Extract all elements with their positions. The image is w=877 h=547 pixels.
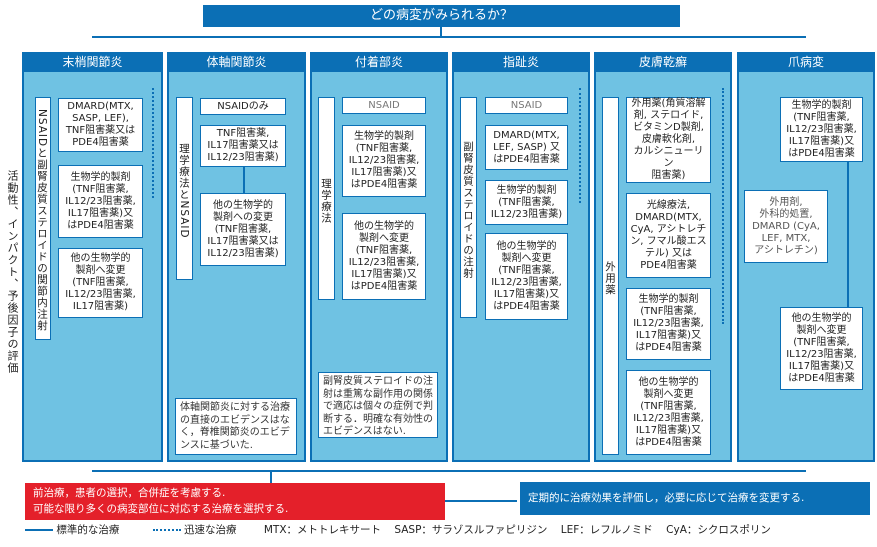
treatment-box: NSAID (485, 97, 568, 114)
column-header: 末梢関節炎 (22, 52, 163, 72)
abbrev: MTX：メトトレキサート (263, 524, 382, 536)
treatment-box: DMARD(MTX, LEF, SASP) 又 はPDE4阻害薬 (485, 125, 568, 170)
side-treatment: 理学療法 (318, 97, 335, 300)
note-box: 体軸関節炎に対する治療の直接のエビデンスはなく，脊椎関節炎のエビデンスに基づいた… (175, 398, 297, 455)
rapid-connector (579, 88, 581, 203)
treatment-box: 生物学的製剤 (TNF阻害薬, IL12/23阻害薬, IL17阻害薬)又 はP… (58, 165, 143, 238)
treatment-box: NSAID (342, 97, 426, 114)
treatment-box: 他の生物学的 製剤へ変更 (TNF阻害薬, IL12/23阻害薬, IL17阻害… (485, 233, 568, 320)
diagram-title: どの病変がみられるか？ (203, 5, 680, 27)
dotted-arrow-icon (152, 529, 181, 531)
treatment-box: 他の生物学的 製剤への変更 (TNF阻害薬, IL17阻害薬又は IL12/23… (200, 193, 286, 266)
evaluation-box: 定期的に治療効果を評価し，必要に応じて治療を変更する. (520, 482, 870, 515)
side-treatment: 理学療法とNSAID (176, 97, 193, 280)
treatment-box: 生物学的製剤 (TNF阻害薬, IL12/23阻害薬, IL17阻害薬)又 はP… (780, 97, 863, 162)
treatment-box: 他の生物学的 製剤へ変更 (TNF阻害薬, IL12/23阻害薬, IL17阻害… (342, 213, 426, 300)
treatment-box: 生物学的製剤 (TNF阻害薬, IL12/23阻害薬, IL17阻害薬)又 はP… (342, 125, 426, 197)
column-header: 指趾炎 (452, 52, 590, 72)
treatment-box: 他の生物学的 製剤へ変更 (TNF阻害薬, IL12/23阻害薬, IL17阻害… (58, 248, 143, 318)
note-box: 副腎皮質ステロイドの注射は重篤な副作用の関係で適応は個々の症例で判断する．明確な… (318, 372, 438, 438)
treatment-box: 生物学的製剤 (TNF阻害薬, IL12/23阻害薬, IL17阻害薬)又 はP… (626, 288, 711, 360)
treatment-box: DMARD(MTX, SASP, LEF), TNF阻害薬又は PDE4阻害薬 (58, 98, 143, 152)
abbrev: CyA：シクロスポリン (666, 524, 771, 536)
column-header: 皮膚乾癬 (594, 52, 732, 72)
treatment-box: 他の生物学的 製剤へ変更 (TNF阻害薬, IL12/23阻害薬, IL17阻害… (626, 370, 711, 455)
consideration-line-1: 前治療，患者の選択，合併症を考慮する. (33, 487, 226, 499)
connector (440, 27, 442, 37)
connector (243, 167, 245, 193)
legend-rapid: 迅速な治療 (184, 524, 237, 536)
treatment-box: 外用剤, 外科的処置, DMARD (CyA, LEF, MTX, アシトレチン… (744, 190, 828, 263)
treatment-box: 光線療法, DMARD(MTX, CyA, アシトレチ ン, フマル酸エス テル… (626, 193, 711, 278)
side-treatment: NSAIDと副腎皮質ステロイドの関節内注射 (35, 97, 51, 340)
side-treatment: 副腎皮質ステロイドの注射 (460, 97, 477, 318)
side-treatment: 外用薬 (602, 97, 619, 455)
treatment-box: 生物学的製剤 (TNF阻害薬, IL12/23阻害薬) (485, 180, 568, 225)
legend: 標準的な治療 迅速な治療 MTX：メトトレキサート SASP：サラゾスルファピリ… (25, 522, 771, 538)
abbrev: SASP：サラゾスルファピリジン (394, 524, 548, 536)
connector (270, 470, 272, 483)
treatment-box: NSAIDのみ (200, 98, 286, 115)
rapid-connector (152, 88, 154, 198)
column-header: 体軸関節炎 (167, 52, 306, 72)
treatment-box: TNF阻害薬, IL17阻害薬又は IL12/23阻害薬) (200, 125, 286, 167)
connector (92, 36, 806, 38)
column-header: 付着部炎 (310, 52, 448, 72)
treatment-box: 他の生物学的 製剤へ変更 (TNF阻害薬, IL12/23阻害薬, IL17阻害… (780, 307, 863, 390)
column-header: 爪病変 (737, 52, 875, 72)
abbrev: LEF：レフルノミド (560, 524, 653, 536)
side-label: 活動性、インパクト、予後因子の評価 (6, 170, 19, 374)
rapid-connector (722, 88, 724, 324)
consideration-box: 前治療，患者の選択，合併症を考慮する. 可能な限り多くの病変部位に対応する治療を… (25, 483, 445, 520)
consideration-line-2: 可能な限り多くの病変部位に対応する治療を選択する. (33, 503, 289, 515)
connector (847, 162, 849, 307)
solid-arrow-icon (25, 529, 53, 531)
treatment-box: 外用薬(角質溶解 剤, ステロイド, ビタミンD製剤, 皮膚軟化剤, カルシニュ… (626, 97, 711, 183)
arrow-connector (445, 500, 517, 502)
legend-standard: 標準的な治療 (56, 524, 120, 536)
connector (92, 470, 806, 472)
